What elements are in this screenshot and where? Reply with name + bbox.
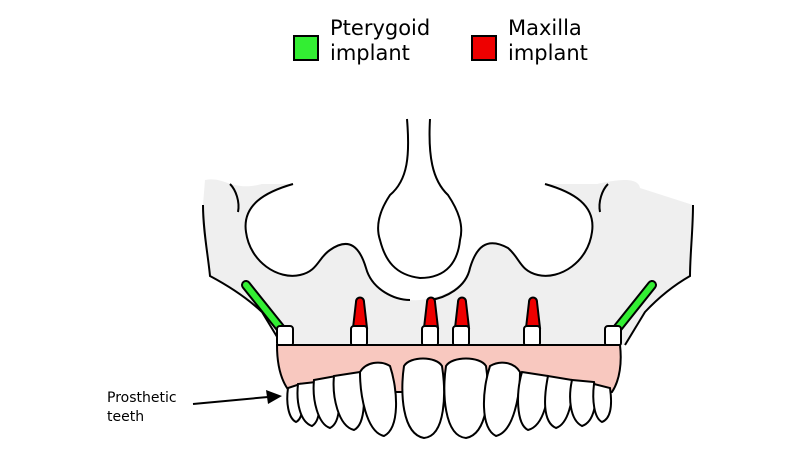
legend-label-maxilla: Maxilla implant [508,16,588,66]
zygoma-left [229,183,240,213]
annotation-line1: Prosthetic [107,390,177,406]
tooth [569,378,597,428]
legend-label-pterygoid: Pterygoid implant [330,16,430,66]
pterygoid-implant-left [241,280,294,347]
tooth [401,357,446,440]
tooth [358,361,397,438]
tooth [517,370,550,432]
legend-swatch-maxilla [471,35,497,61]
tooth [592,382,612,424]
bone-contour-left [202,204,283,346]
legend-label-line1: Pterygoid [330,16,431,40]
tooth [443,357,489,440]
prosthetic-teeth-label: Prosthetic teeth [107,389,177,427]
maxilla-bone [203,179,693,345]
legend-swatch-pterygoid [293,35,319,61]
maxilla-implant-2 [421,296,440,347]
tooth [544,374,574,430]
legend-label-line2: implant [508,41,588,65]
legend-label-line2: implant [330,41,410,65]
bone-contour-right [624,204,694,346]
prosthetic-teeth [286,357,612,440]
legend-label-line1: Maxilla [508,16,582,40]
zygoma-right [598,183,609,213]
sinus-right [429,183,594,301]
maxilla-implant-1 [350,296,369,347]
annotation-line2: teeth [107,409,145,425]
sinus-left [244,183,411,301]
annotation-arrow [192,390,282,405]
maxilla-implant-4 [523,296,542,347]
nasal-structure [377,118,463,280]
tooth [483,361,522,438]
